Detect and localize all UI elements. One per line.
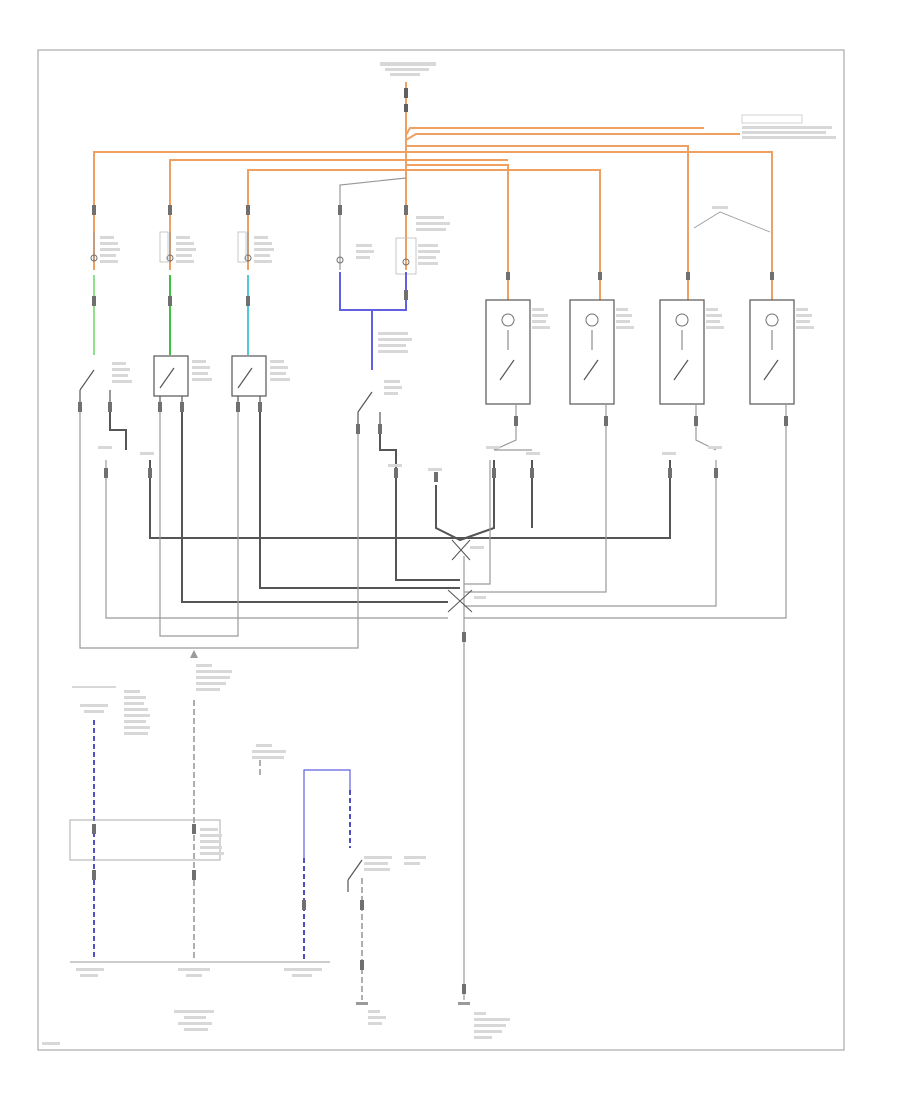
ground-icon xyxy=(356,1002,386,1025)
courtesy-lamp-box-1 xyxy=(485,299,550,405)
lamp-module-4 xyxy=(336,232,374,270)
control-module-bar xyxy=(70,961,330,977)
lower-switch xyxy=(347,856,426,892)
harness-labels xyxy=(98,446,722,471)
gray-harness-wires xyxy=(79,404,787,1000)
bottom-right-title xyxy=(458,1002,510,1039)
orange-bus-wires xyxy=(93,127,773,300)
bottom-left-title xyxy=(174,1010,214,1031)
lower-blue-wires xyxy=(93,720,351,960)
lower-gray-wires xyxy=(193,700,363,1000)
lamp-bottom-connectors xyxy=(92,290,408,306)
mid-left-text-block xyxy=(252,744,286,759)
diagram-frame xyxy=(37,49,845,1051)
power-source-connector xyxy=(380,62,436,76)
courtesy-lamp-box-2 xyxy=(569,299,634,405)
door-switch-4 xyxy=(357,332,412,432)
lamp-module-2 xyxy=(159,231,196,263)
lower-left-module-label xyxy=(190,650,232,691)
door-switch-1 xyxy=(79,362,132,410)
lamp-module-3 xyxy=(237,231,274,263)
lamp-module-1 xyxy=(90,232,120,263)
black-harness-wires xyxy=(109,412,671,603)
drop-connectors xyxy=(92,205,774,280)
lower-connectors xyxy=(92,824,466,994)
lower-blue-solid-wire xyxy=(303,769,351,858)
lamp-note-bracket xyxy=(693,206,771,233)
footer-code xyxy=(42,1042,60,1045)
splice-icon xyxy=(447,539,486,613)
courtesy-lamp-box-3 xyxy=(659,299,724,405)
lamp-module-5 xyxy=(395,216,450,275)
lamp-to-switch-wires xyxy=(93,272,407,370)
harness-connectors xyxy=(78,402,788,642)
lower-switch-labels xyxy=(200,828,224,855)
lower-left-text-block xyxy=(72,686,150,735)
main-feed-connector xyxy=(404,88,408,112)
right-reference-box xyxy=(741,114,836,139)
courtesy-lamp-box-4 xyxy=(749,299,814,405)
